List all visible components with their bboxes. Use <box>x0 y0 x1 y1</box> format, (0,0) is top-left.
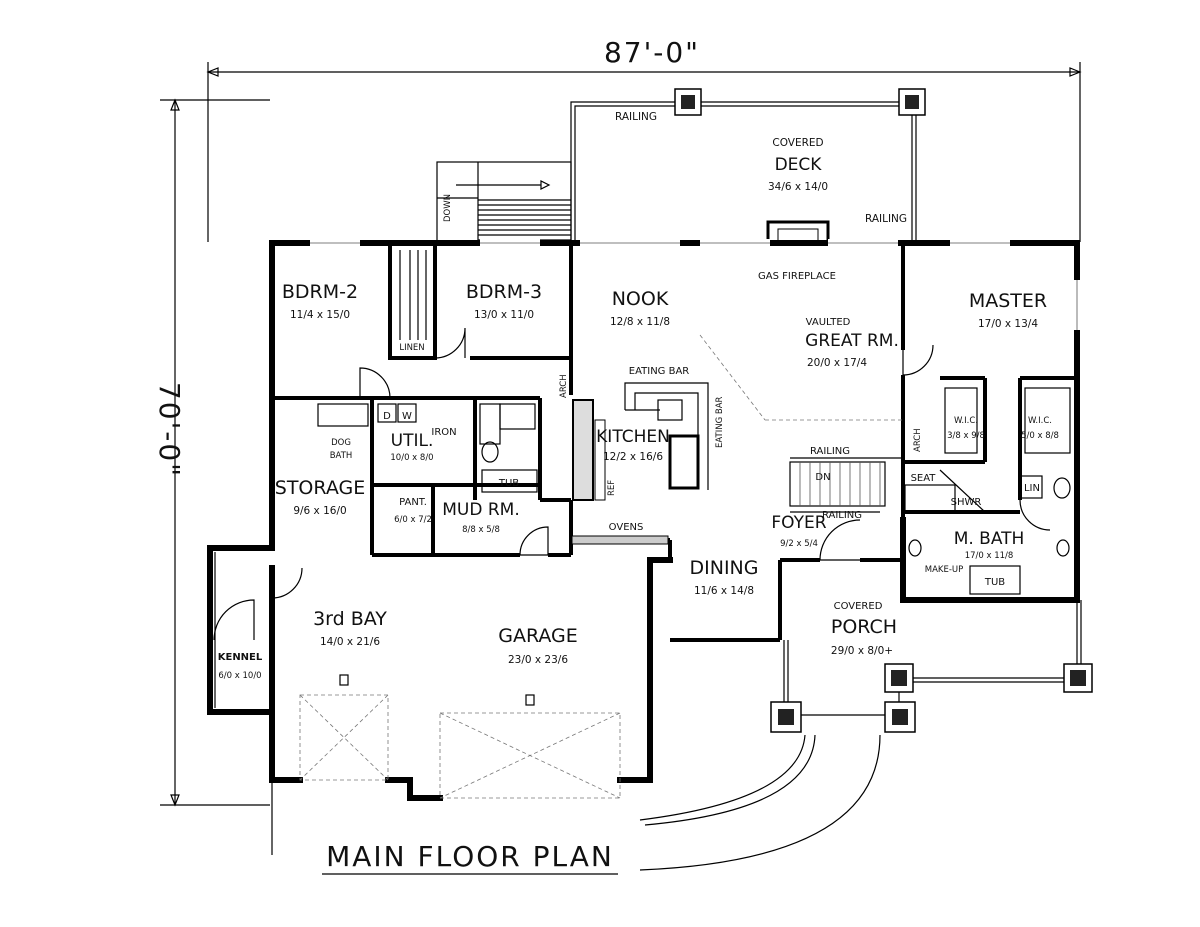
kennel-walls <box>207 545 275 715</box>
room-name-deck: DECK <box>775 155 823 175</box>
porch-outline <box>639 600 1093 871</box>
room-size-porch: 29/0 x 8/0+ <box>831 645 893 657</box>
room-size-wic: 3/8 x 9/8 <box>947 431 985 441</box>
seat-label: SEAT <box>911 473 937 484</box>
room-name-master: MASTER <box>969 290 1047 312</box>
railing-label: RAILING <box>865 213 907 225</box>
master-bath-fixtures <box>904 387 1071 595</box>
room-name-porch: PORCH <box>831 616 897 638</box>
railing-label: RAILING <box>822 510 862 521</box>
arch-label: ARCH <box>913 428 923 452</box>
railing-label: RAILING <box>615 111 657 123</box>
room-name-mud-room: MUD RM. <box>442 500 520 520</box>
room-size-kitchen: 12/2 x 16/6 <box>603 451 663 463</box>
room-name-dining: DINING <box>690 557 759 579</box>
room-name-storage: STORAGE <box>275 477 365 499</box>
room-name-foyer: FOYER <box>771 513 826 533</box>
eating-bar-label: EATING BAR <box>629 366 690 377</box>
linen-label: LINEN <box>399 343 424 353</box>
room-size-master-bath: 17/0 x 11/8 <box>965 551 1014 561</box>
room-prefix: COVERED <box>834 601 883 612</box>
fireplace-label: GAS FIREPLACE <box>758 271 836 282</box>
room-size-3rd-bay: 14/0 x 21/6 <box>320 636 380 648</box>
room-name-wic: W.I.C. <box>954 416 978 426</box>
down-label: DOWN <box>443 194 453 222</box>
room-size-storage: 9/6 x 16/0 <box>293 505 346 517</box>
post-icon <box>1070 670 1086 686</box>
room-size-great-room: 20/0 x 17/4 <box>807 357 867 369</box>
post-icon <box>891 670 907 686</box>
room-size-dining: 11/6 x 14/8 <box>694 585 754 597</box>
washer-label: W <box>402 411 412 422</box>
ovens-label: OVENS <box>609 522 644 533</box>
post-icon <box>778 709 794 725</box>
dryer-label: D <box>383 411 391 422</box>
linen-label: LIN <box>1024 483 1040 494</box>
bath-fixtures <box>317 403 538 493</box>
room-size-util: 10/0 x 8/0 <box>390 453 433 463</box>
room-name-great-room: GREAT RM. <box>805 331 899 351</box>
room-size-deck: 34/6 x 14/0 <box>768 181 828 193</box>
overall-depth-label: 70'-0" <box>153 382 186 478</box>
room-size-mud-room: 8/8 x 5/8 <box>462 525 500 535</box>
room-size-kennel: 6/0 x 10/0 <box>218 671 261 681</box>
basement-stairs <box>436 161 572 243</box>
room-size-bdrm3: 13/0 x 11/0 <box>474 309 534 321</box>
post-icon <box>892 709 908 725</box>
room-prefix: COVERED <box>772 137 823 149</box>
room-size-wic: 5/0 x 8/8 <box>1021 431 1059 441</box>
ref-label: REF <box>607 480 617 496</box>
room-name-garage: GARAGE <box>498 625 578 647</box>
room-name-wic: W.I.C. <box>1028 416 1052 426</box>
plan-title: MAIN FLOOR PLAN <box>326 840 614 873</box>
room-size-master: 17/0 x 13/4 <box>978 318 1038 330</box>
make-up-label: MAKE-UP <box>925 565 964 575</box>
room-name-util: UTIL. <box>391 431 434 451</box>
room-size-garage: 23/0 x 23/6 <box>508 654 568 666</box>
room-name-pantry: PANT. <box>399 497 427 508</box>
tub-label: TUB <box>498 478 519 489</box>
door-swings <box>213 327 1051 641</box>
iron-label: IRON <box>431 427 456 438</box>
post-icon <box>905 95 919 109</box>
interior-stairs <box>699 334 903 513</box>
room-size-nook: 12/8 x 11/8 <box>610 316 670 328</box>
dog-bath-label: BATH <box>330 451 353 461</box>
room-name-master-bath: M. BATH <box>954 529 1025 549</box>
windows <box>310 239 1081 330</box>
room-name-bdrm3: BDRM-3 <box>466 281 542 303</box>
overall-dimension-lines <box>160 62 1082 807</box>
shower-label: SHWR <box>951 497 982 508</box>
overall-width-label: 87'-0" <box>604 36 700 69</box>
post-icon <box>681 95 695 109</box>
eating-bar-label: EATING BAR <box>715 396 725 448</box>
dn-label: DN <box>815 472 830 483</box>
linen-closet <box>399 250 427 340</box>
room-prefix: VAULTED <box>806 317 851 328</box>
room-size-pantry: 6/0 x 7/2 <box>394 515 432 525</box>
master-tub-label: TUB <box>984 577 1005 588</box>
garage-doors <box>271 674 621 855</box>
room-name-kennel: KENNEL <box>218 652 263 663</box>
room-size-foyer: 9/2 x 5/4 <box>780 539 818 549</box>
room-name-kitchen: KITCHEN <box>596 427 670 447</box>
room-name-3rd-bay: 3rd BAY <box>313 608 387 630</box>
arch-label: ARCH <box>559 374 569 398</box>
room-size-bdrm2: 11/4 x 15/0 <box>290 309 350 321</box>
room-name-nook: NOOK <box>612 288 669 310</box>
room-name-bdrm2: BDRM-2 <box>282 281 358 303</box>
exterior-walls <box>269 240 1080 801</box>
dog-bath-label: DOG <box>331 438 351 448</box>
kitchen-counters <box>571 382 709 545</box>
railing-label: RAILING <box>810 446 850 457</box>
